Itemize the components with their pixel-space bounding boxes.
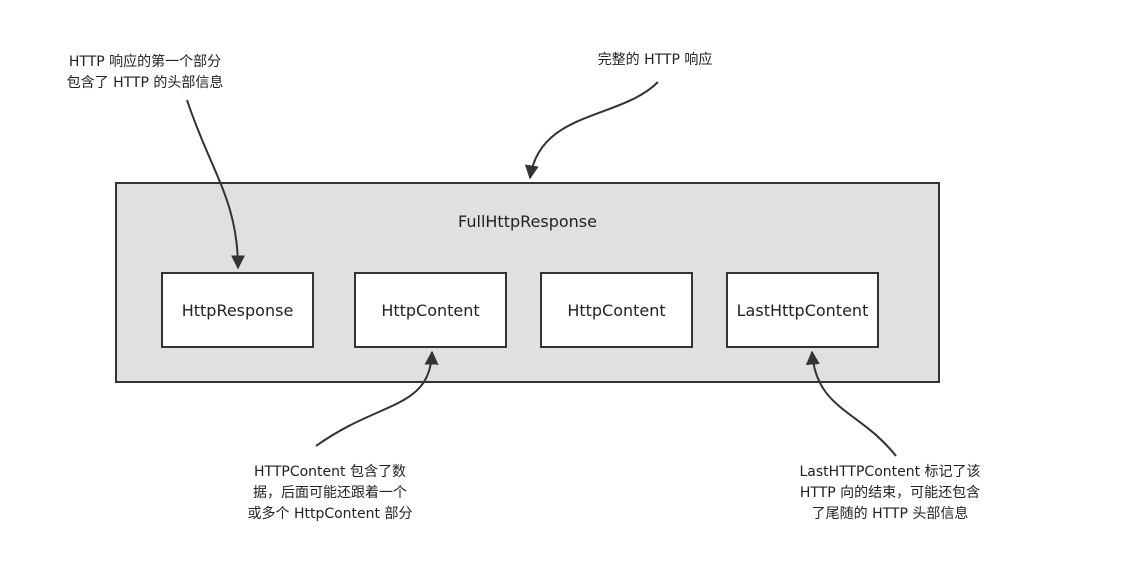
note-http-response-line2: 包含了 HTTP 的头部信息 [66,75,224,91]
note-http-content-line2: 据，后面可能还跟着一个 [253,485,407,501]
arrow-to-full-response [524,81,659,180]
last-http-content-box: LastHttpContent [726,272,879,348]
http-content-label-2: HttpContent [567,300,666,320]
last-http-content-label: LastHttpContent [736,300,869,320]
http-content-label-1: HttpContent [381,300,480,320]
note-http-content: HTTPContent 包含了数 据，后面可能还跟着一个 或多个 HttpCon… [200,462,460,525]
note-full-response: 完整的 HTTP 响应 [560,50,750,71]
note-http-response: HTTP 响应的第一个部分 包含了 HTTP 的头部信息 [30,52,260,94]
http-response-label: HttpResponse [181,300,294,320]
note-http-content-line3: 或多个 HttpContent 部分 [247,506,413,522]
note-last-http-content-line3: 了尾随的 HTTP 头部信息 [811,506,969,522]
http-content-box-2: HttpContent [540,272,693,348]
http-response-box: HttpResponse [161,272,314,348]
note-http-content-line1: HTTPContent 包含了数 [254,464,406,480]
note-last-http-content-line1: LastHTTPContent 标记了该 [799,464,981,480]
note-last-http-content-line2: HTTP 向的结束，可能还包含 [799,485,981,501]
note-last-http-content: LastHTTPContent 标记了该 HTTP 向的结束，可能还包含 了尾随… [745,462,1035,525]
http-content-box-1: HttpContent [354,272,507,348]
note-http-response-line1: HTTP 响应的第一个部分 [68,54,222,70]
note-full-response-line1: 完整的 HTTP 响应 [597,52,713,68]
container-title: FullHttpResponse [458,212,597,231]
